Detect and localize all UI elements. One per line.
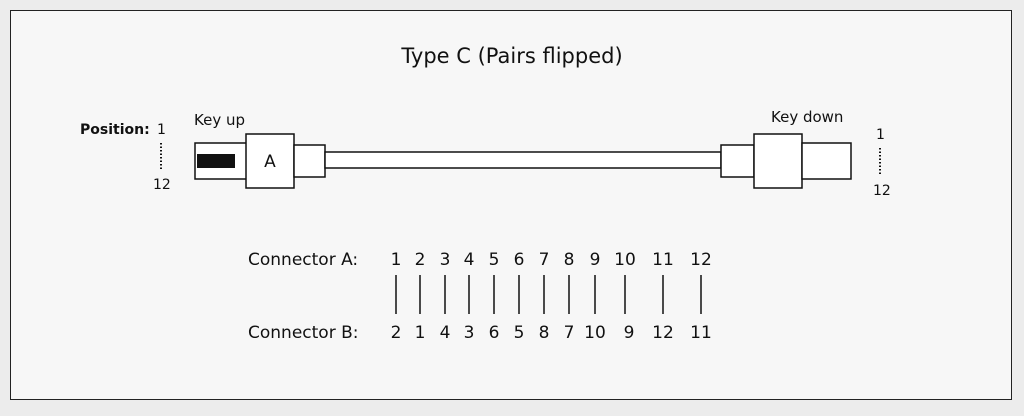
- right-key-label: Key down: [771, 108, 843, 126]
- diagram-frame: [10, 10, 1012, 400]
- right-position-top: 1: [876, 127, 885, 143]
- connector-b: [720, 133, 852, 189]
- pin-a-6: 6: [514, 250, 525, 270]
- pin-a-3: 3: [440, 250, 451, 270]
- pin-a-7: 7: [539, 250, 550, 270]
- pin-a-8: 8: [564, 250, 575, 270]
- left-position-bottom: 12: [153, 177, 171, 193]
- pin-b-1: 2: [391, 323, 402, 343]
- connector-b-row-label: Connector B:: [248, 323, 358, 343]
- position-label: Position:: [80, 122, 150, 138]
- diagram-title: Type C (Pairs flipped): [400, 44, 622, 68]
- connector-a: A: [194, 133, 326, 189]
- left-position-top: 1: [157, 122, 166, 138]
- right-strain-relief: [720, 144, 755, 178]
- right-position-bottom: 12: [873, 183, 891, 199]
- pin-b-4: 3: [464, 323, 475, 343]
- connector-a-letter: A: [264, 152, 276, 172]
- pin-b-6: 5: [514, 323, 525, 343]
- left-key-label: Key up: [194, 111, 245, 129]
- pin-a-9: 9: [590, 250, 601, 270]
- pin-a-12: 12: [690, 250, 712, 270]
- pin-a-10: 10: [614, 250, 636, 270]
- pin-b-12: 11: [690, 323, 712, 343]
- pin-b-5: 6: [489, 323, 500, 343]
- pin-b-8: 7: [564, 323, 575, 343]
- key-up-marker: [197, 154, 235, 168]
- pin-b-9: 10: [584, 323, 606, 343]
- pin-b-10: 9: [624, 323, 635, 343]
- pin-b-7: 8: [539, 323, 550, 343]
- right-body: [753, 133, 803, 189]
- pin-b-2: 1: [415, 323, 426, 343]
- connector-a-row-label: Connector A:: [248, 250, 358, 270]
- pin-a-1: 1: [391, 250, 402, 270]
- left-strain-relief: [293, 144, 326, 178]
- pin-a-2: 2: [415, 250, 426, 270]
- pin-a-5: 5: [489, 250, 500, 270]
- right-plug: [801, 142, 852, 180]
- cable: [324, 151, 722, 169]
- pin-b-3: 4: [440, 323, 451, 343]
- pin-a-4: 4: [464, 250, 475, 270]
- pin-a-11: 11: [652, 250, 674, 270]
- pin-b-11: 12: [652, 323, 674, 343]
